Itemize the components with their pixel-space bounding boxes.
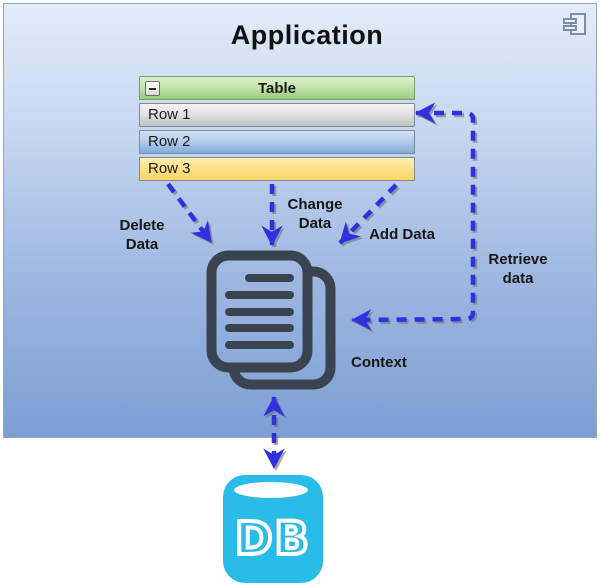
minus-icon bbox=[149, 87, 156, 90]
table-row: Row 2 bbox=[139, 130, 415, 154]
uml-component-icon bbox=[563, 13, 586, 35]
application-title: Application bbox=[230, 20, 384, 50]
label-change-data: Change Data bbox=[287, 196, 343, 232]
db-label: DB bbox=[235, 512, 311, 565]
application-boundary: Application Table Row 1 Row 2 Row 3 Dele… bbox=[3, 3, 597, 438]
table-row: Row 1 bbox=[139, 103, 415, 127]
database-icon: DB bbox=[223, 475, 323, 583]
table-row: Row 3 bbox=[139, 157, 415, 181]
table-header: Table bbox=[139, 76, 415, 100]
label-context: Context bbox=[351, 354, 407, 371]
label-add-data: Add Data bbox=[369, 226, 435, 243]
table-title: Table bbox=[257, 79, 297, 97]
label-retrieve-data: Retrieve data bbox=[488, 251, 548, 287]
table-widget: Table Row 1 Row 2 Row 3 bbox=[139, 76, 415, 181]
label-delete-data: Delete Data bbox=[119, 217, 165, 253]
collapse-button[interactable] bbox=[145, 81, 160, 96]
